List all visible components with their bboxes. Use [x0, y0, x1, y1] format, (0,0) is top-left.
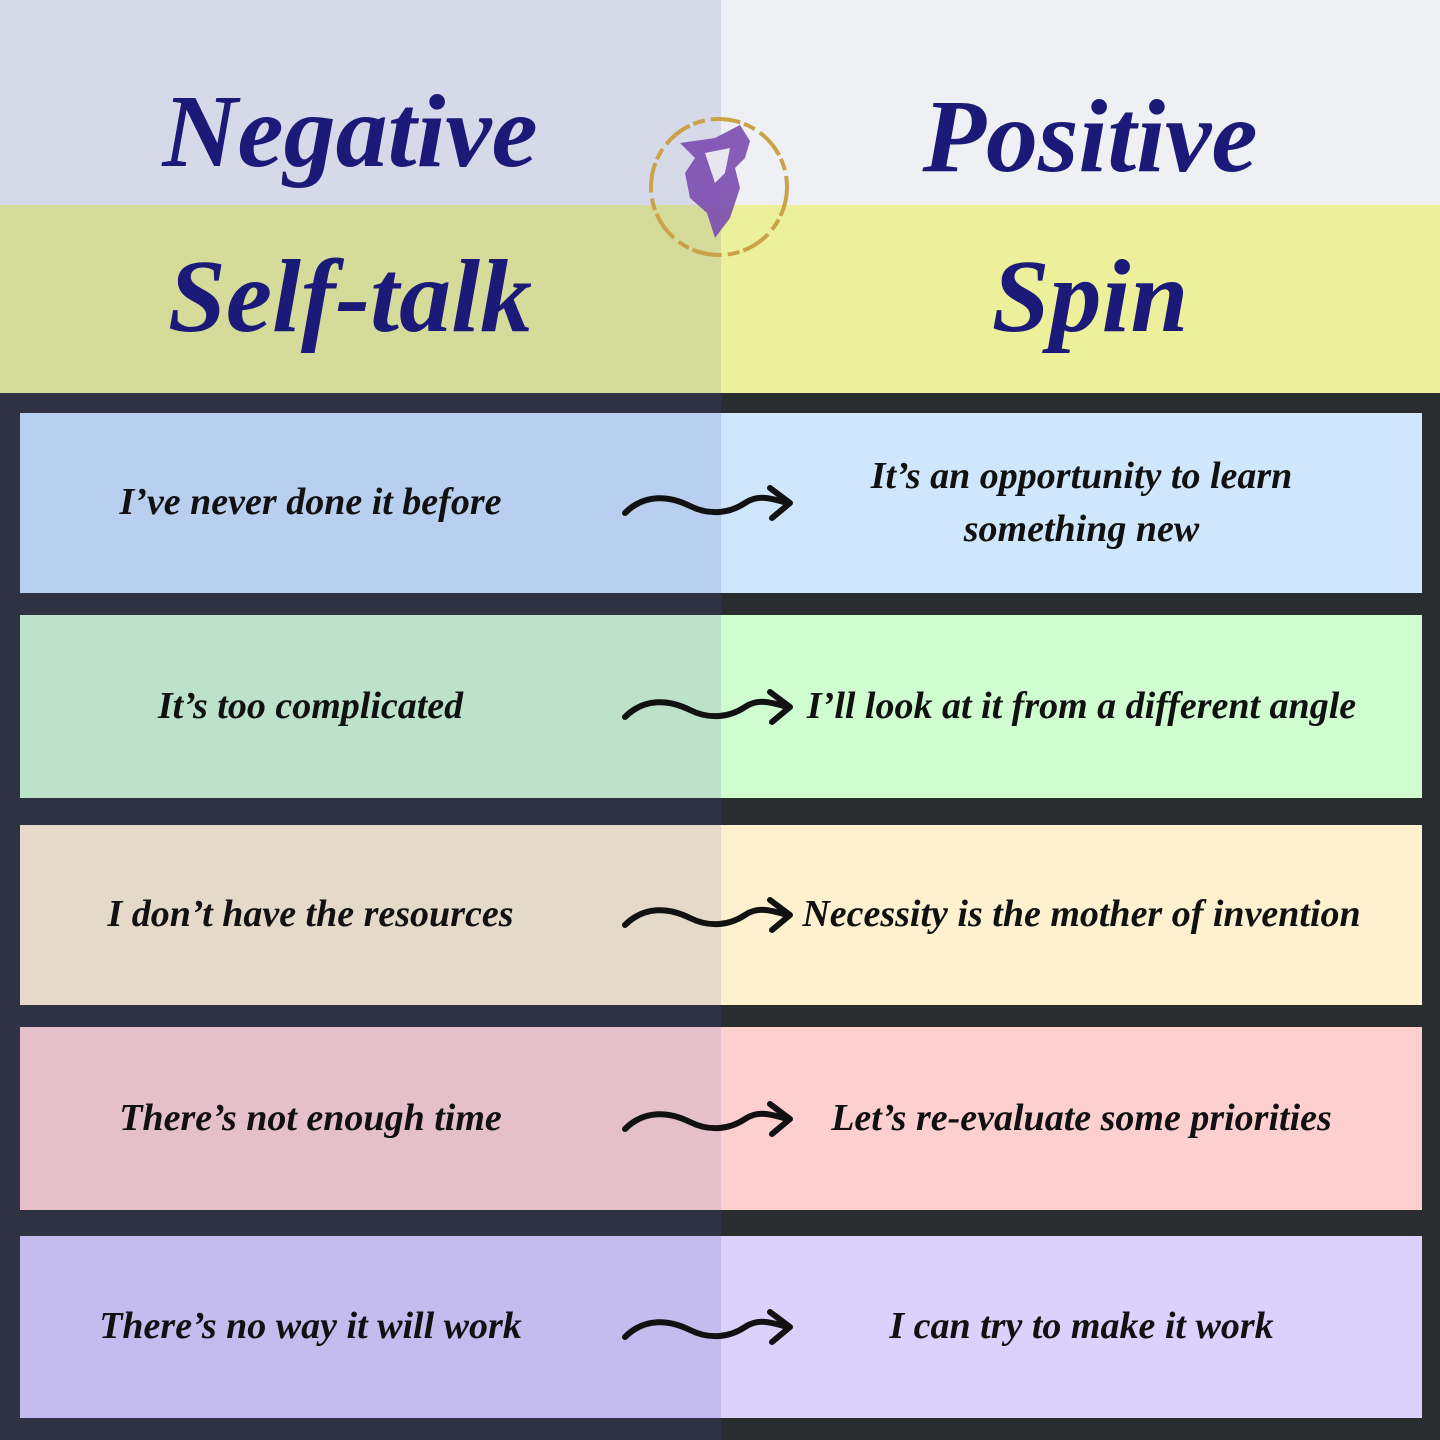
positive-statement: I’ll look at it from a different angle [721, 615, 1422, 798]
header-left-bg [0, 0, 721, 205]
positive-statement: It’s an opportunity to learn something n… [721, 413, 1422, 593]
negative-statement: There’s no way it will work [20, 1236, 721, 1418]
table-row: There’s not enough time Let’s re-evaluat… [20, 1027, 1422, 1210]
squiggle-arrow-icon [622, 688, 793, 725]
positive-statement: Let’s re-evaluate some priorities [721, 1027, 1422, 1210]
squiggle-arrow-icon [622, 897, 793, 933]
table-row: I don’t have the resources Necessity is … [20, 825, 1422, 1005]
band-left-bg [0, 205, 721, 393]
self-talk-title: Self-talk [168, 239, 532, 354]
positive-title: Positive [922, 79, 1258, 194]
squiggle-arrow-icon [622, 485, 793, 521]
positive-statement: Necessity is the mother of invention [721, 825, 1422, 1005]
negative-statement: I don’t have the resources [20, 825, 721, 1005]
band-right-bg [721, 205, 1440, 393]
table-row: There’s no way it will work I can try to… [20, 1236, 1422, 1418]
squiggle-arrow-icon [622, 1100, 793, 1137]
negative-statement: It’s too complicated [20, 615, 721, 798]
wolf-logo-icon [649, 117, 789, 257]
positive-statement: I can try to make it work [721, 1236, 1422, 1418]
table-row: I’ve never done it before It’s an opport… [20, 413, 1422, 593]
spin-title: Spin [991, 239, 1189, 354]
negative-statement: I’ve never done it before [20, 413, 721, 593]
negative-title: Negative [162, 74, 538, 189]
squiggle-arrow-icon [622, 1309, 793, 1345]
table-row: It’s too complicated I’ll look at it fro… [20, 615, 1422, 798]
header-right-bg [721, 0, 1440, 205]
negative-statement: There’s not enough time [20, 1027, 721, 1210]
